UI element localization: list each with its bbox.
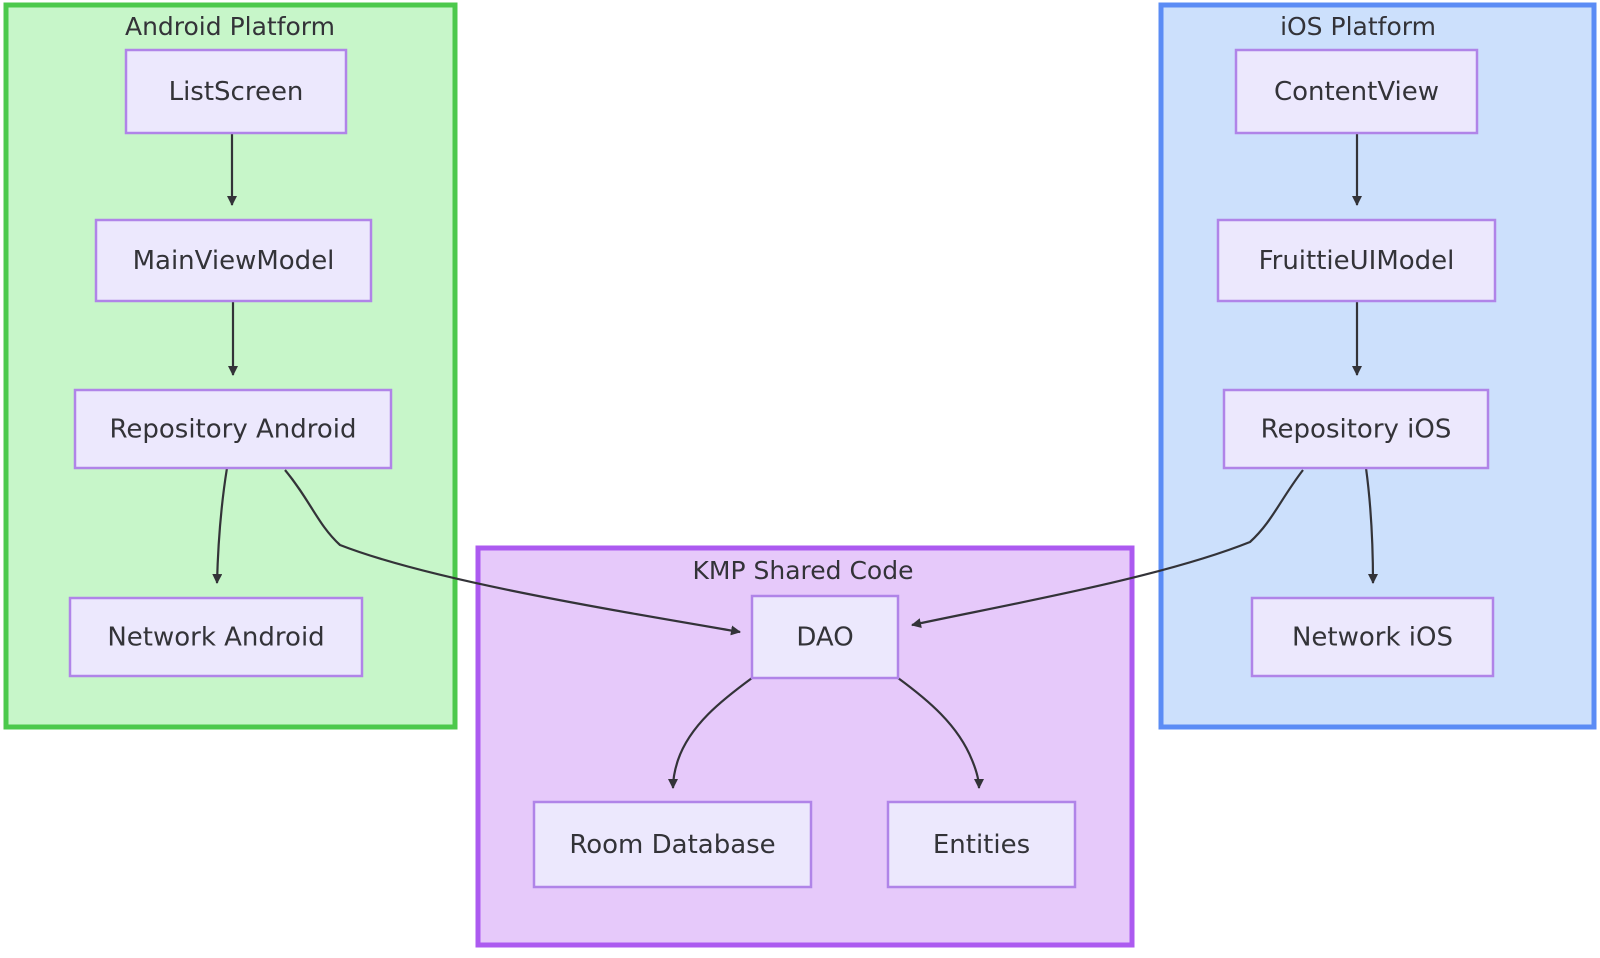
edge-repository-ios-to-dao <box>911 469 1304 629</box>
node-box-network-ios[interactable] <box>1250 596 1495 678</box>
node-box-dao[interactable] <box>750 594 900 680</box>
edge-dao-to-room-database <box>668 677 753 789</box>
node-box-main-view-model[interactable] <box>94 218 373 303</box>
edge-dao-to-entities <box>897 677 984 789</box>
node-room-database[interactable]: Room Database <box>532 800 813 889</box>
node-label-list-screen: ListScreen <box>169 77 304 107</box>
node-network-ios[interactable]: Network iOS <box>1250 596 1495 678</box>
node-label-main-view-model: MainViewModel <box>133 246 335 276</box>
node-box-repository-ios[interactable] <box>1222 388 1490 470</box>
edge-repository-android-to-dao <box>284 469 741 636</box>
node-dao[interactable]: DAO <box>750 594 900 680</box>
node-main-view-model[interactable]: MainViewModel <box>94 218 373 303</box>
edge-layer <box>212 133 1378 789</box>
node-box-entities[interactable] <box>886 800 1077 889</box>
node-box-network-android[interactable] <box>68 596 364 678</box>
edge-repository-ios-to-network-ios <box>1364 467 1378 584</box>
node-box-repository-android[interactable] <box>73 388 393 470</box>
node-label-network-android: Network Android <box>107 623 324 653</box>
node-repository-ios[interactable]: Repository iOS <box>1222 388 1490 470</box>
node-label-entities: Entities <box>933 830 1030 860</box>
cluster-title-ios: iOS Platform <box>1280 12 1436 41</box>
node-box-content-view[interactable] <box>1234 48 1479 135</box>
node-entities[interactable]: Entities <box>886 800 1077 889</box>
node-network-android[interactable]: Network Android <box>68 596 364 678</box>
node-label-fruittie-ui-model: FruittieUIModel <box>1259 246 1455 276</box>
node-box-room-database[interactable] <box>532 800 813 889</box>
node-label-room-database: Room Database <box>569 830 775 860</box>
cluster-title-kmp: KMP Shared Code <box>693 556 914 585</box>
cluster-title-android: Android Platform <box>125 12 335 41</box>
node-content-view[interactable]: ContentView <box>1234 48 1479 135</box>
node-label-dao: DAO <box>796 623 853 653</box>
node-box-fruittie-ui-model[interactable] <box>1216 218 1497 303</box>
node-label-repository-ios: Repository iOS <box>1261 415 1452 445</box>
node-repository-android[interactable]: Repository Android <box>73 388 393 470</box>
node-label-repository-android: Repository Android <box>109 415 356 445</box>
node-label-content-view: ContentView <box>1274 77 1439 107</box>
node-list-screen[interactable]: ListScreen <box>124 48 348 135</box>
node-fruittie-ui-model[interactable]: FruittieUIModel <box>1216 218 1497 303</box>
edge-repository-android-to-network-android <box>212 467 229 584</box>
node-label-network-ios: Network iOS <box>1292 623 1453 653</box>
node-box-list-screen[interactable] <box>124 48 348 135</box>
